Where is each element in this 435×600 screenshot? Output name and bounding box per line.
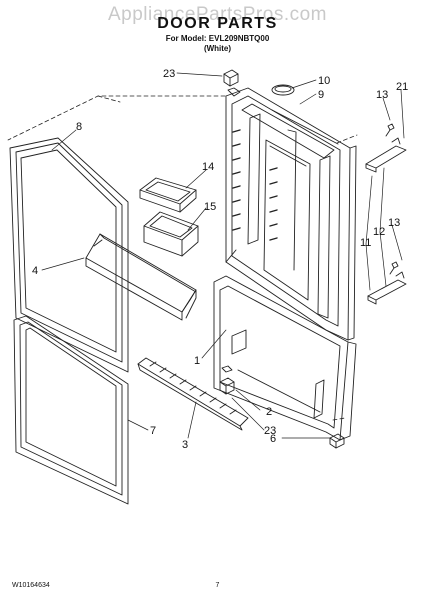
callout-14: 14 (202, 161, 214, 173)
callout-1: 1 (194, 355, 200, 367)
bottom-hinge-pin (329, 433, 345, 449)
upper-door-assembly (225, 87, 357, 341)
color-line: (White) (203, 44, 232, 53)
callout-7: 7 (150, 425, 156, 437)
top-hinge-pin (223, 69, 241, 97)
handle-screw-lower-13 (389, 261, 399, 275)
dashed-guide-lines (7, 95, 358, 421)
callout-10: 10 (318, 75, 330, 87)
door-handle-upper (365, 137, 407, 173)
door-cap (271, 84, 295, 96)
callout-12: 12 (373, 226, 385, 238)
callout-13-upper: 13 (376, 89, 388, 101)
dairy-bin-upper (139, 177, 197, 213)
callout-15: 15 (204, 201, 216, 213)
callout-6: 6 (270, 433, 276, 445)
callout-4: 4 (32, 265, 38, 277)
handle-screw-upper-13 (385, 123, 395, 137)
lower-hinge-parts (219, 365, 235, 395)
lower-door-gasket (13, 315, 129, 505)
callout-8: 8 (76, 121, 82, 133)
callout-21: 21 (396, 81, 408, 93)
callout-23-top: 23 (163, 68, 175, 80)
door-bin (85, 233, 197, 321)
page-number: 7 (215, 582, 220, 589)
callout-9: 9 (318, 89, 324, 101)
leader-lines (41, 72, 405, 439)
callout-11: 11 (360, 237, 371, 249)
callout-23-bottom: 23 (264, 425, 276, 437)
watermark: AppliancePartsPros.com (107, 4, 328, 25)
door-handle-lower (367, 271, 407, 305)
callout-labels: 23 10 9 13 21 8 14 15 13 11 12 4 1 2 23 … (32, 68, 408, 451)
page-title: DOOR PARTS (157, 15, 278, 32)
document-number: W10164634 (12, 582, 50, 589)
model-info: For Model: EVL209NBTQ00 (White) (0, 34, 435, 54)
callout-2: 2 (266, 406, 272, 418)
kick-plate-grille (137, 357, 249, 431)
model-line: For Model: EVL209NBTQ00 (165, 34, 270, 43)
upper-door-gasket (9, 137, 129, 373)
lower-door-assembly (213, 275, 357, 441)
callout-3: 3 (182, 439, 188, 451)
dairy-bin-lower (143, 211, 199, 257)
callout-13-lower: 13 (388, 217, 400, 229)
door-rail-ticks (232, 129, 278, 241)
